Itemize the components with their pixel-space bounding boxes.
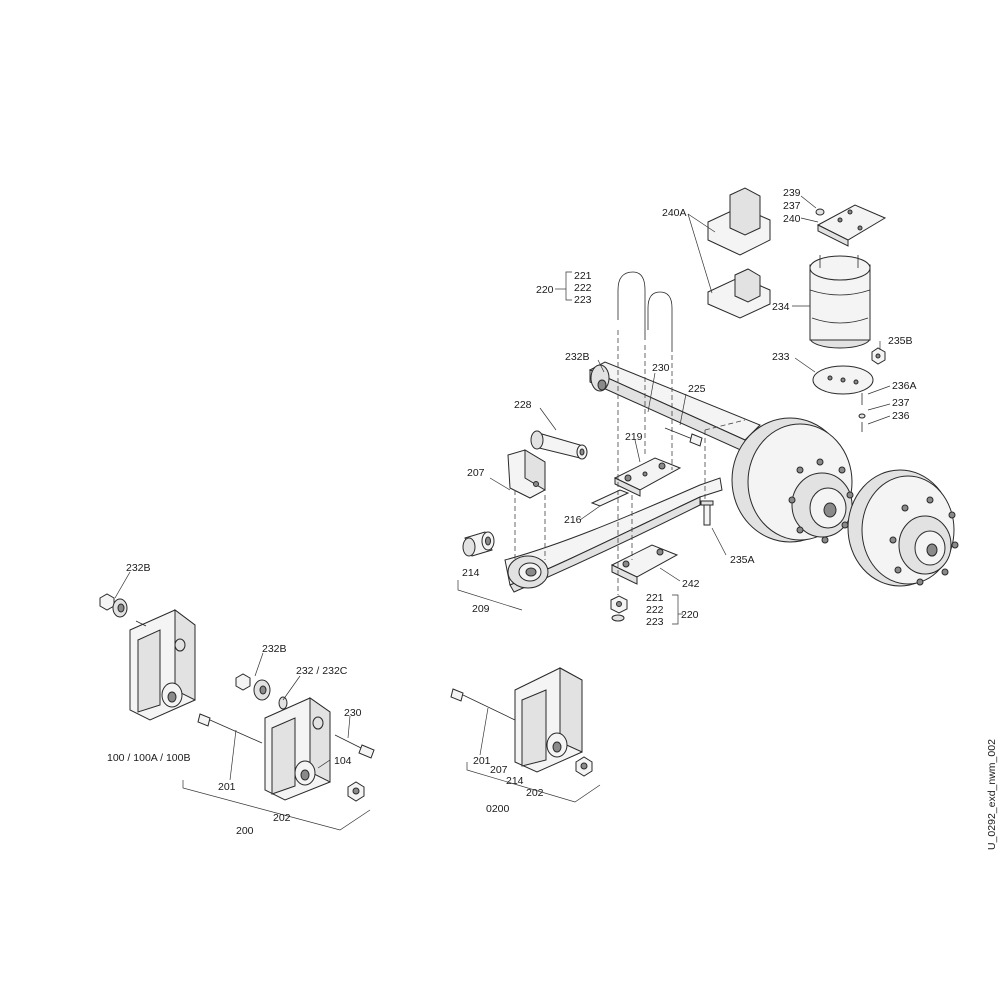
- label-222-bottom: 222: [646, 604, 664, 616]
- label-223-top: 223: [574, 294, 592, 306]
- bracket-207: [507, 449, 546, 499]
- label-216: 216: [564, 514, 582, 526]
- air-spring-234: [809, 255, 871, 349]
- bolt-230-mid: [334, 734, 375, 759]
- label-230-mid: 230: [344, 707, 362, 719]
- label-202-right: 202: [526, 787, 544, 799]
- bushing-232B-left: [99, 593, 147, 627]
- label-232B-top: 232B: [565, 351, 590, 363]
- label-235B: 235B: [888, 335, 913, 347]
- label-236A: 236A: [892, 380, 917, 392]
- construction-lines: [514, 419, 746, 560]
- plate-216: [590, 489, 630, 507]
- label-235A: 235A: [730, 554, 755, 566]
- nut-202-mid: [347, 781, 365, 802]
- group-brackets: [182, 271, 683, 831]
- label-220-bottom: 220: [681, 609, 699, 621]
- top-plate-240: [815, 204, 887, 247]
- label-225: 225: [688, 383, 706, 395]
- hanger-0200: [514, 667, 583, 773]
- bolt-201-right: [450, 688, 516, 721]
- axle-beam: [588, 361, 761, 453]
- label-239: 239: [783, 187, 801, 199]
- nut-202-right: [575, 756, 593, 777]
- screws-236: [858, 393, 866, 432]
- bolt-201-mid: [197, 713, 263, 744]
- label-233: 233: [772, 351, 790, 363]
- label-232-232C: 232 / 232C: [296, 665, 348, 677]
- label-240A: 240A: [662, 207, 687, 219]
- label-201-mid: 201: [218, 781, 236, 793]
- label-221-bottom: 221: [646, 592, 664, 604]
- label-0200: 0200: [486, 803, 510, 815]
- drawing-reference-code: U_0292_exd_nwm_002: [986, 739, 998, 850]
- callout-labels: 239 237 240 240A 221 222 223 220 234 235…: [107, 187, 917, 837]
- bolt-235A: [700, 500, 714, 526]
- label-207-right: 207: [490, 764, 508, 776]
- nuts-221-223: [610, 595, 628, 622]
- label-209: 209: [472, 603, 490, 615]
- brackets-240A: [707, 187, 771, 319]
- label-237-bottom: 237: [892, 397, 910, 409]
- label-228: 228: [514, 399, 532, 411]
- lower-plate-233: [812, 365, 874, 395]
- shock-absorber-228: [530, 430, 588, 460]
- hanger-100: [129, 609, 196, 721]
- label-219: 219: [625, 431, 643, 443]
- brake-drum-inner: [731, 417, 853, 543]
- label-214-top: 214: [462, 567, 480, 579]
- top-plate-219: [613, 457, 682, 497]
- wheel-studs: [788, 458, 959, 586]
- label-222-top: 222: [574, 282, 592, 294]
- label-242: 242: [682, 578, 700, 590]
- label-232B-left: 232B: [126, 562, 151, 574]
- bottom-plate-242: [610, 544, 679, 585]
- label-234: 234: [772, 301, 790, 313]
- label-223-bottom: 223: [646, 616, 664, 628]
- label-202-mid: 202: [273, 812, 291, 824]
- label-240: 240: [783, 213, 801, 225]
- label-100-100A-100B: 100 / 100A / 100B: [107, 752, 191, 764]
- u-bolts-221: [617, 271, 673, 595]
- hanger-200: [264, 697, 331, 801]
- label-221-top: 221: [574, 270, 592, 282]
- label-207-top: 207: [467, 467, 485, 479]
- label-201-right: 201: [473, 755, 491, 767]
- nut-235B: [871, 347, 886, 365]
- label-236: 236: [892, 410, 910, 422]
- bushing-232B-mid: [235, 673, 288, 710]
- label-237-top: 237: [783, 200, 801, 212]
- label-220-top: 220: [536, 284, 554, 296]
- label-232B-mid: 232B: [262, 643, 287, 655]
- label-214-right: 214: [506, 775, 524, 787]
- label-200: 200: [236, 825, 254, 837]
- leader-lines: [114, 195, 891, 781]
- label-230-top: 230: [652, 362, 670, 374]
- bushing-214: [462, 531, 495, 557]
- bolt-225: [664, 427, 703, 447]
- label-104: 104: [334, 755, 352, 767]
- leaf-spring-209: [504, 477, 723, 593]
